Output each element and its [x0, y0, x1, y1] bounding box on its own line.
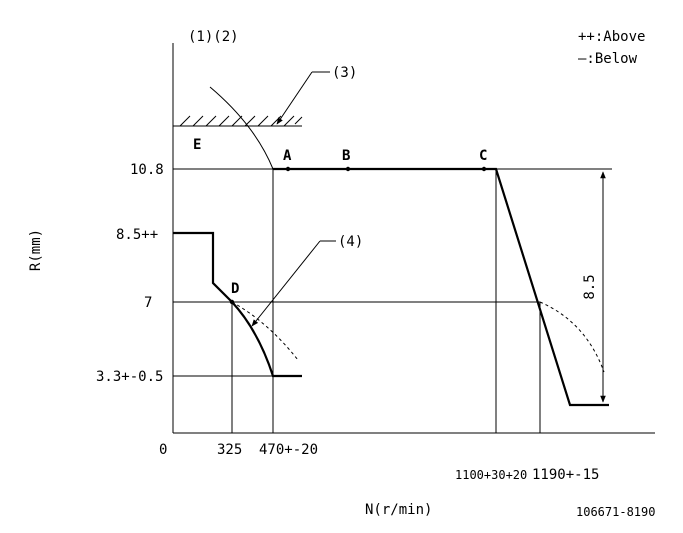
idle-characteristic [173, 231, 302, 378]
y-axis-label: R(mm) [28, 229, 44, 271]
stopper-hatch [179, 115, 303, 127]
point-a-marker [285, 166, 291, 172]
upper-droop-curve [209, 86, 274, 170]
refs-label: (1)(2) [188, 29, 239, 45]
point-c-marker [481, 166, 487, 172]
point-c-label: C [479, 148, 487, 164]
point-d-marker [229, 299, 235, 305]
x-tick-325: 325 [217, 442, 242, 458]
y-tick-3-3: 3.3+-0.5 [96, 369, 163, 385]
y-tick-10-8: 10.8 [130, 162, 164, 178]
callout-3-label: (3) [332, 65, 357, 81]
point-e-label: E [193, 137, 201, 153]
doc-code: 106671-8190 [576, 505, 655, 519]
point-d-label: D [231, 281, 239, 297]
y-tick-7: 7 [144, 295, 152, 311]
point-b-marker [345, 166, 351, 172]
x-tick-origin: 0 [159, 442, 167, 458]
point-b-label: B [342, 148, 350, 164]
dashed-curve-right [539, 301, 605, 373]
callout-4-label: (4) [338, 234, 363, 250]
x-tick-1100: 1100+30+20 [455, 468, 527, 482]
dashed-curve-lower [231, 301, 299, 361]
point-a-label: A [283, 148, 292, 164]
callout-4-arrow [251, 240, 321, 327]
legend-below: —:Below [578, 51, 638, 67]
dimension-label: 8.5 [582, 274, 598, 299]
x-tick-470: 470+-20 [259, 442, 318, 458]
x-axis-label: N(r/min) [365, 502, 432, 518]
legend-above: ++:Above [578, 29, 645, 45]
main-characteristic [273, 167, 609, 407]
y-tick-8-5: 8.5++ [116, 227, 158, 243]
callout-3-arrow [276, 71, 313, 125]
x-tick-1190: 1190+-15 [532, 467, 599, 483]
